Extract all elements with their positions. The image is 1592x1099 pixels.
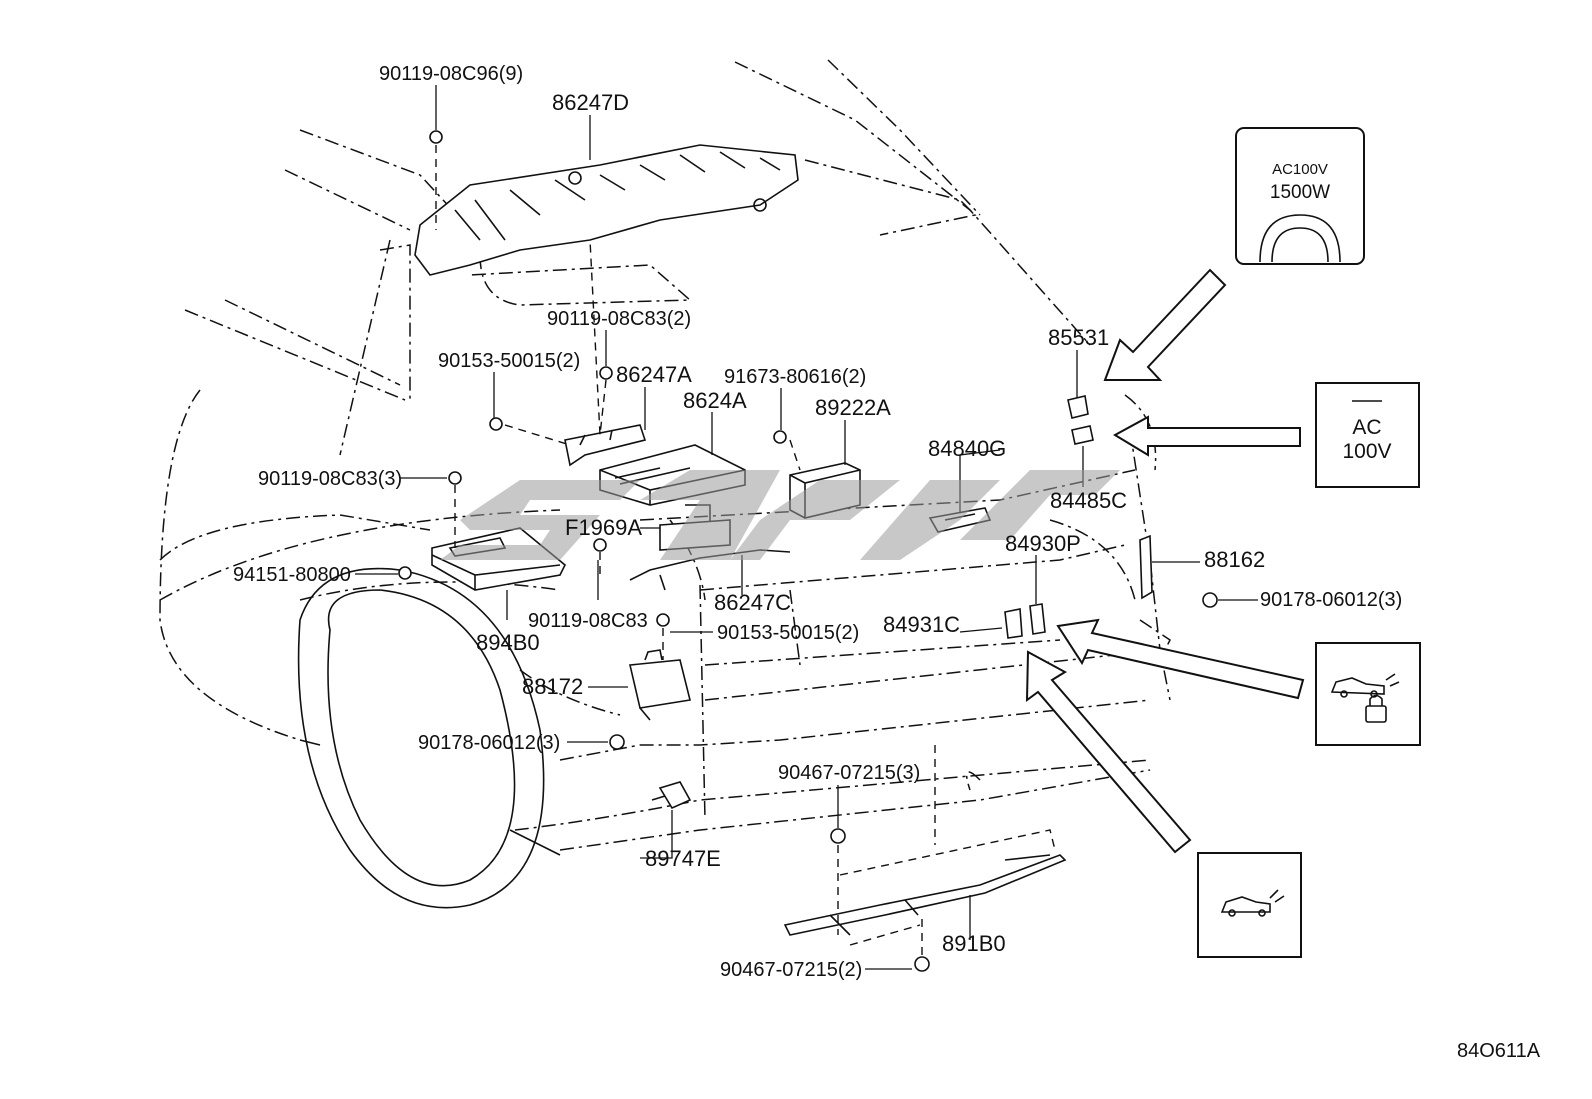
label-90467-07215-2: 90467-07215(2) — [720, 959, 862, 981]
part-84485c-switch — [1071, 425, 1094, 445]
assembly-lines — [435, 145, 1056, 955]
panel-outlet-line1: AC100V — [1272, 161, 1328, 178]
part-88172-sensor — [629, 649, 691, 721]
label-f1969a: F1969A — [565, 515, 642, 540]
panel-ac-line2: 100V — [1342, 440, 1391, 463]
part-84931c-switch — [1004, 608, 1023, 639]
car-door-icon — [1220, 889, 1285, 917]
callout-arrows — [1025, 268, 1305, 854]
label-90119-08c83-3: 90119-08C83(3) — [258, 468, 402, 490]
panel-lock-button — [1315, 642, 1421, 746]
label-90119-08c96: 90119-08C96(9) — [379, 63, 523, 85]
watermark-logo — [440, 470, 1120, 560]
label-90178-06012-right: 90178-06012(3) — [1260, 589, 1402, 611]
fasteners — [398, 130, 1218, 972]
label-90178-06012-left: 90178-06012(3) — [418, 732, 560, 754]
part-88162-sensor — [1139, 534, 1153, 600]
panel-outlet-1500w: AC100V 1500W — [1235, 127, 1365, 265]
part-84930p-switch — [1029, 603, 1046, 635]
label-89747e: 89747E — [645, 846, 721, 871]
diagram-id: 84O611A — [1457, 1040, 1541, 1062]
arrow-to-84930p — [1056, 618, 1305, 700]
panel-outlet-line2: 1500W — [1270, 182, 1330, 203]
label-88162: 88162 — [1204, 547, 1265, 572]
panel-ac100v-button: AC 100V — [1315, 382, 1420, 488]
label-84930p: 84930P — [1005, 531, 1081, 556]
label-90119-08c83: 90119-08C83 — [528, 610, 648, 632]
car-lock-icon — [1330, 673, 1400, 723]
label-90119-08c83-2: 90119-08C83(2) — [547, 308, 691, 330]
label-84931c: 84931C — [883, 612, 960, 637]
panel-ac-line1: AC — [1352, 416, 1381, 439]
part-891b0-antenna — [783, 854, 1067, 936]
label-94151-80800: 94151-80800 — [233, 564, 351, 586]
label-86247a: 86247A — [616, 362, 692, 387]
label-90467-07215-3: 90467-07215(3) — [778, 762, 920, 784]
outlet-socket-icon — [1259, 214, 1341, 263]
part-86247a-bracket — [564, 424, 647, 467]
arrow-to-85531 — [1103, 268, 1227, 381]
label-90153-50015-top: 90153-50015(2) — [438, 350, 580, 372]
label-86247d: 86247D — [552, 90, 629, 115]
label-86247c: 86247C — [714, 590, 791, 615]
label-891b0: 891B0 — [942, 931, 1006, 956]
label-84485c: 84485C — [1050, 488, 1127, 513]
leader-lines — [355, 85, 1258, 970]
label-89222a: 89222A — [815, 395, 891, 420]
label-90153-50015-mid: 90153-50015(2) — [717, 622, 859, 644]
label-85531: 85531 — [1048, 325, 1109, 350]
label-894b0: 894B0 — [476, 630, 540, 655]
part-85531-switch — [1067, 395, 1089, 419]
label-8624a: 8624A — [683, 388, 747, 413]
part-89747e-sensor — [651, 781, 692, 810]
label-91673-80616: 91673-80616(2) — [724, 366, 866, 388]
label-84840g: 84840G — [928, 436, 1006, 461]
panel-door-button — [1197, 852, 1302, 958]
part-86247d-insulator — [414, 144, 799, 276]
arrow-to-84485c — [1112, 415, 1301, 457]
part-labels: 90119-08C96(9) 86247D 90119-08C83(2) 901… — [233, 63, 1402, 981]
arrow-to-84931c — [1025, 650, 1192, 854]
label-88172: 88172 — [522, 674, 583, 699]
